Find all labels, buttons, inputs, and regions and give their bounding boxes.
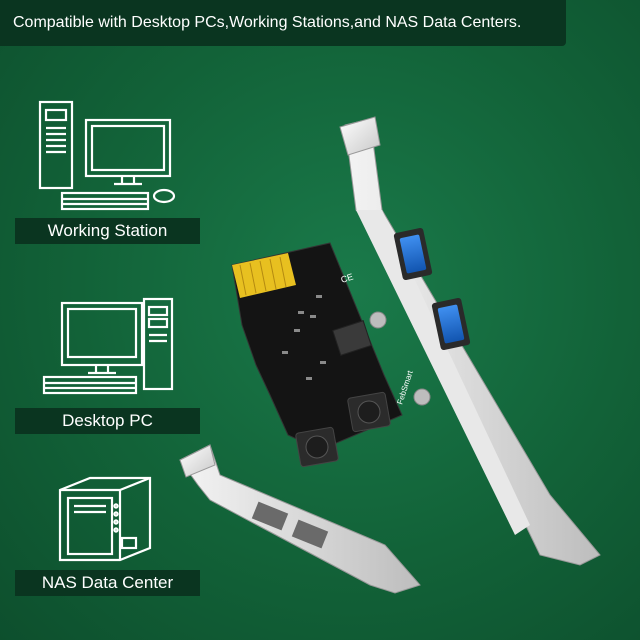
desktop-pc-icon <box>42 297 174 395</box>
full-height-bracket <box>339 116 601 566</box>
pcb-board: CE FebSmart <box>231 242 431 468</box>
label-desktop-pc: Desktop PC <box>15 408 200 434</box>
top-banner: Compatible with Desktop PCs,Working Stat… <box>0 0 566 46</box>
low-profile-bracket <box>179 444 421 594</box>
brand-print: FebSmart <box>395 369 415 406</box>
label-nas-data-center: NAS Data Center <box>15 570 200 596</box>
workstation-icon <box>38 100 176 211</box>
nas-icon <box>58 476 152 562</box>
label-working-station: Working Station <box>15 218 200 244</box>
pcie-usb-card: CE FebSmart <box>179 116 601 594</box>
ce-mark: CE <box>340 272 355 285</box>
